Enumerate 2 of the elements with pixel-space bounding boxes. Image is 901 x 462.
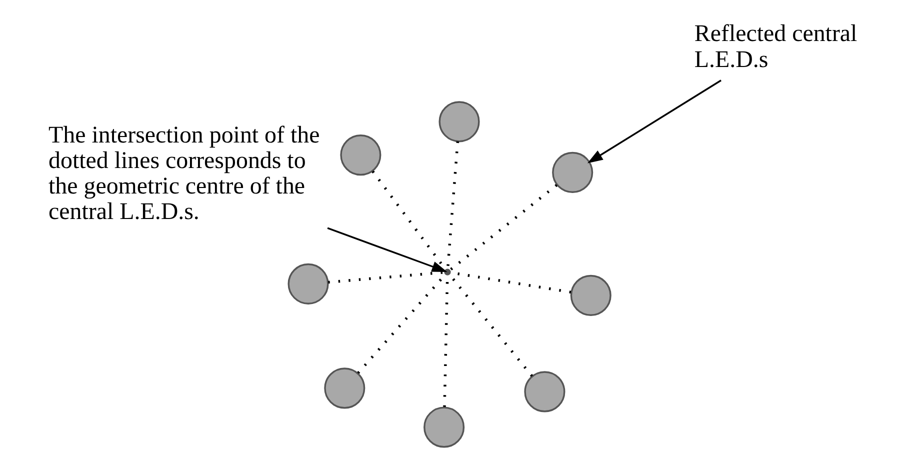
node-text: The intersection point of the dotted lines corresponds to the geometric centre of the central L.E.D.s.	[48, 122, 320, 226]
node-text: Reflected central L.E.D.s	[694, 21, 857, 73]
